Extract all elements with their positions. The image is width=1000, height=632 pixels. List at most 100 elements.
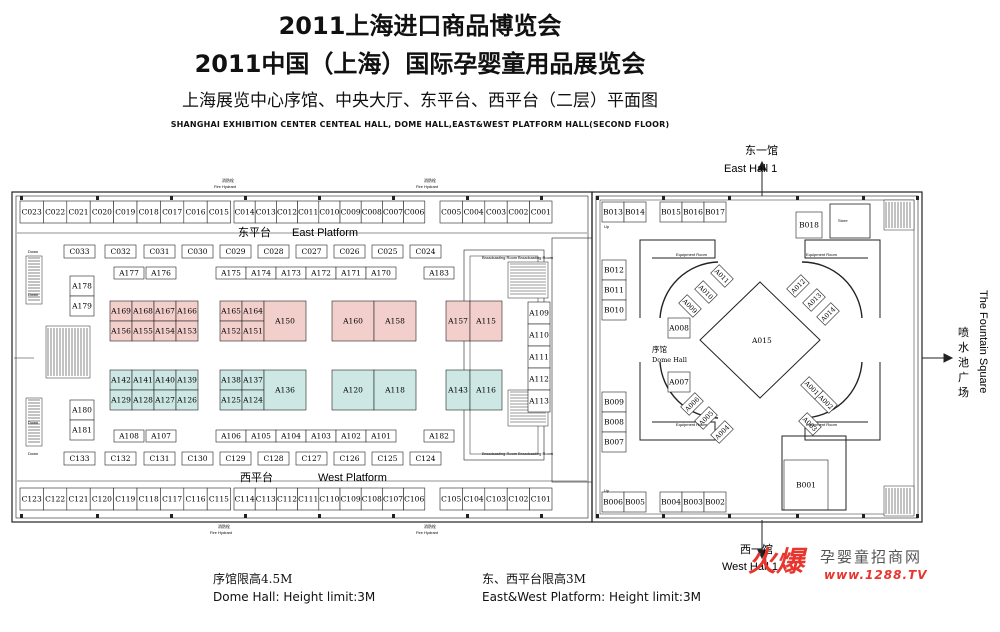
booth-C021[interactable]: C021 xyxy=(66,200,91,224)
booth-A170[interactable]: A170 xyxy=(365,266,397,280)
booth-C129[interactable]: C129 xyxy=(219,451,252,466)
booth-C124[interactable]: C124 xyxy=(409,451,442,466)
booth-C105[interactable]: C105 xyxy=(439,487,463,511)
booth-A127[interactable]: A127 xyxy=(153,389,177,411)
booth-A120[interactable]: A120 xyxy=(331,369,375,411)
booth-A141[interactable]: A141 xyxy=(131,369,155,391)
booth-A013[interactable]: A013 xyxy=(802,288,826,312)
booth-B003[interactable]: B003 xyxy=(681,491,705,513)
booth-A174[interactable]: A174 xyxy=(245,266,277,280)
booth-B018[interactable]: B018 xyxy=(795,211,823,239)
booth-A171[interactable]: A171 xyxy=(335,266,367,280)
booth-C115[interactable]: C115 xyxy=(206,487,231,511)
booth-A154[interactable]: A154 xyxy=(153,320,177,342)
booth-A014[interactable]: A014 xyxy=(816,302,840,326)
booth-C103[interactable]: C103 xyxy=(484,487,508,511)
booth-C108[interactable]: C108 xyxy=(360,487,383,511)
booth-A008[interactable]: A008 xyxy=(667,317,691,339)
booth-A137[interactable]: A137 xyxy=(241,369,265,391)
booth-A007[interactable]: A007 xyxy=(667,371,691,393)
booth-B017[interactable]: B017 xyxy=(703,201,727,223)
booth-A115[interactable]: A115 xyxy=(469,300,503,342)
booth-A010[interactable]: A010 xyxy=(694,280,718,304)
booth-A177[interactable]: A177 xyxy=(113,266,145,280)
booth-C028[interactable]: C028 xyxy=(257,244,290,259)
booth-A183[interactable]: A183 xyxy=(423,266,455,280)
booth-C101[interactable]: C101 xyxy=(529,487,553,511)
booth-C001[interactable]: C001 xyxy=(529,200,553,224)
booth-B002[interactable]: B002 xyxy=(703,491,727,513)
booth-C008[interactable]: C008 xyxy=(360,200,383,224)
booth-B007[interactable]: B007 xyxy=(601,431,627,453)
booth-C026[interactable]: C026 xyxy=(333,244,366,259)
booth-C014[interactable]: C014 xyxy=(233,200,256,224)
booth-C033[interactable]: C033 xyxy=(63,244,96,259)
booth-C029[interactable]: C029 xyxy=(219,244,252,259)
booth-C031[interactable]: C031 xyxy=(143,244,176,259)
booth-C019[interactable]: C019 xyxy=(113,200,138,224)
booth-C109[interactable]: C109 xyxy=(339,487,362,511)
booth-C133[interactable]: C133 xyxy=(63,451,96,466)
booth-A176[interactable]: A176 xyxy=(145,266,177,280)
booth-C009[interactable]: C009 xyxy=(339,200,362,224)
booth-C102[interactable]: C102 xyxy=(506,487,530,511)
booth-C104[interactable]: C104 xyxy=(462,487,486,511)
booth-C004[interactable]: C004 xyxy=(462,200,486,224)
booth-B001[interactable]: B001 xyxy=(783,459,829,511)
booth-C032[interactable]: C032 xyxy=(104,244,137,259)
booth-A175[interactable]: A175 xyxy=(215,266,247,280)
booth-A006[interactable]: A006 xyxy=(680,392,704,416)
booth-C126[interactable]: C126 xyxy=(333,451,366,466)
booth-C003[interactable]: C003 xyxy=(484,200,508,224)
booth-A139[interactable]: A139 xyxy=(175,369,199,391)
booth-C123[interactable]: C123 xyxy=(19,487,44,511)
booth-A158[interactable]: A158 xyxy=(373,300,417,342)
booth-A103[interactable]: A103 xyxy=(305,429,337,443)
booth-C025[interactable]: C025 xyxy=(371,244,404,259)
booth-C010[interactable]: C010 xyxy=(318,200,341,224)
booth-A118[interactable]: A118 xyxy=(373,369,417,411)
booth-C111[interactable]: C111 xyxy=(297,487,320,511)
booth-A181[interactable]: A181 xyxy=(69,419,95,441)
booth-A126[interactable]: A126 xyxy=(175,389,199,411)
booth-A164[interactable]: A164 xyxy=(241,300,265,322)
booth-A169[interactable]: A169 xyxy=(109,300,133,322)
booth-C020[interactable]: C020 xyxy=(89,200,114,224)
booth-C131[interactable]: C131 xyxy=(143,451,176,466)
booth-B005[interactable]: B005 xyxy=(623,491,647,513)
booth-A113[interactable]: A113 xyxy=(527,389,551,413)
booth-A116[interactable]: A116 xyxy=(469,369,503,411)
booth-B006[interactable]: B006 xyxy=(601,491,625,513)
booth-C127[interactable]: C127 xyxy=(295,451,328,466)
booth-A165[interactable]: A165 xyxy=(219,300,243,322)
booth-A011[interactable]: A011 xyxy=(710,264,734,288)
booth-C128[interactable]: C128 xyxy=(257,451,290,466)
booth-C107[interactable]: C107 xyxy=(382,487,404,511)
booth-C130[interactable]: C130 xyxy=(181,451,214,466)
booth-A155[interactable]: A155 xyxy=(131,320,155,342)
booth-C119[interactable]: C119 xyxy=(113,487,138,511)
booth-A173[interactable]: A173 xyxy=(275,266,307,280)
booth-B011[interactable]: B011 xyxy=(601,279,627,301)
booth-A009[interactable]: A009 xyxy=(678,294,702,318)
booth-B008[interactable]: B008 xyxy=(601,411,627,433)
booth-C017[interactable]: C017 xyxy=(160,200,185,224)
booth-A109[interactable]: A109 xyxy=(527,301,551,325)
booth-A151[interactable]: A151 xyxy=(241,320,265,342)
booth-A136[interactable]: A136 xyxy=(263,369,307,411)
booth-A012[interactable]: A012 xyxy=(786,274,810,298)
booth-C006[interactable]: C006 xyxy=(403,200,426,224)
booth-C118[interactable]: C118 xyxy=(136,487,161,511)
booth-C116[interactable]: C116 xyxy=(183,487,208,511)
booth-B004[interactable]: B004 xyxy=(659,491,683,513)
booth-C024[interactable]: C024 xyxy=(409,244,442,259)
booth-C110[interactable]: C110 xyxy=(318,487,341,511)
booth-A180[interactable]: A180 xyxy=(69,399,95,421)
booth-C120[interactable]: C120 xyxy=(89,487,114,511)
booth-C113[interactable]: C113 xyxy=(254,487,277,511)
booth-C002[interactable]: C002 xyxy=(506,200,530,224)
booth-A104[interactable]: A104 xyxy=(275,429,307,443)
booth-A153[interactable]: A153 xyxy=(175,320,199,342)
booth-B009[interactable]: B009 xyxy=(601,391,627,413)
booth-A112[interactable]: A112 xyxy=(527,367,551,391)
